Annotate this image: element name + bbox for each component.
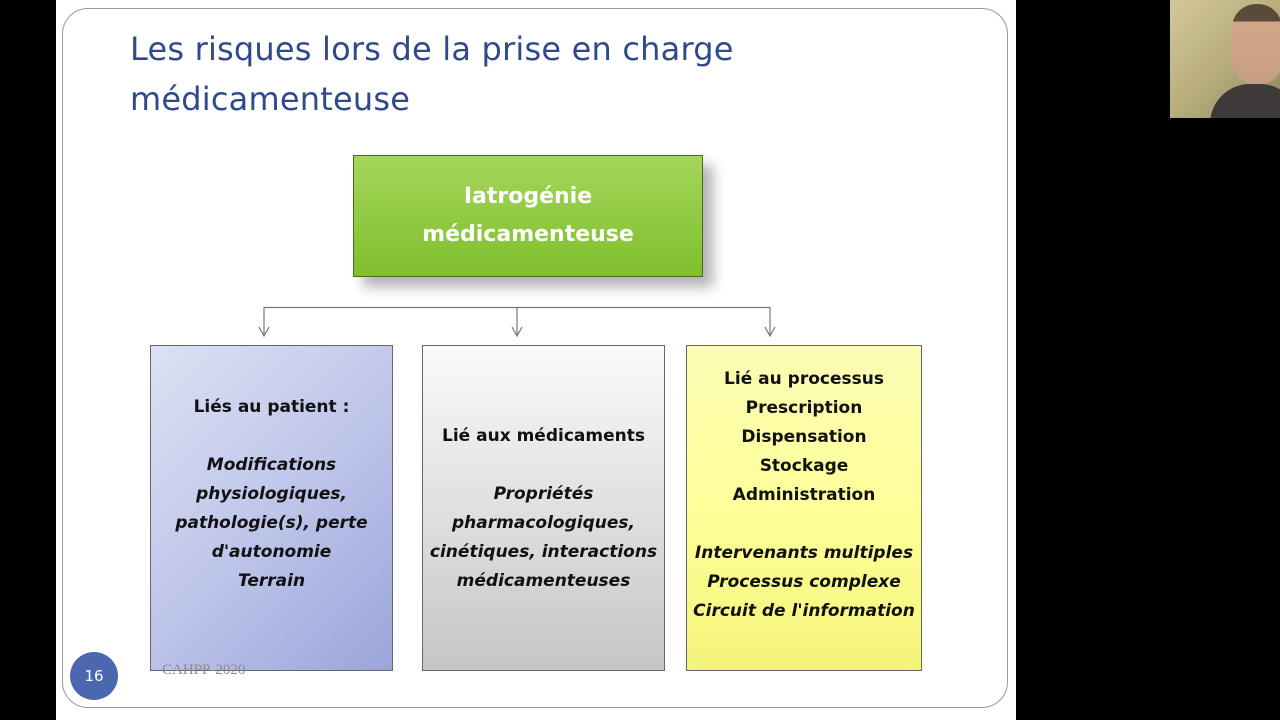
- presentation-slide: Les risques lors de la prise en charge m…: [56, 0, 1016, 720]
- meds-box-detail: médicamenteuses: [456, 571, 631, 591]
- iatrogenie-box: Iatrogénie médicamenteuse: [353, 155, 703, 277]
- slide-title-line-1: Les risques lors de la prise en charge: [130, 30, 734, 68]
- meds-box-heading: Lié aux médicaments: [442, 426, 645, 446]
- process-box-heading: Lié au processus: [724, 369, 884, 389]
- webcam-person-shoulders: [1210, 84, 1280, 118]
- patient-box-detail: pathologie(s), perte: [175, 513, 368, 533]
- connector-arrows: [258, 306, 776, 338]
- iatrogenie-box-line-2: médicamenteuse: [422, 222, 634, 247]
- process-box-detail: Processus complexe: [707, 572, 901, 592]
- arrowhead-middle-icon: [511, 326, 523, 338]
- process-box-step: Prescription: [745, 398, 863, 418]
- patient-box-detail: Terrain: [237, 571, 306, 591]
- iatrogenie-box-line-1: Iatrogénie: [463, 184, 593, 209]
- process-box-detail: Circuit de l'information: [693, 601, 915, 621]
- patient-box-detail: d'autonomie: [211, 542, 332, 562]
- slide-number: 16: [84, 667, 104, 685]
- webcam-video-thumbnail: [1170, 0, 1280, 118]
- process-risk-box: Lié au processus Prescription Dispensati…: [686, 345, 922, 671]
- webcam-person-head: [1232, 4, 1280, 84]
- slide-number-badge: 16: [70, 652, 118, 700]
- slide-title-line-2: médicamenteuse: [130, 80, 411, 118]
- medication-risk-box: Lié aux médicaments Propriétés pharmacol…: [422, 345, 665, 671]
- meds-box-detail: Propriétés: [493, 484, 594, 504]
- process-box-step: Dispensation: [741, 427, 867, 447]
- patient-risk-box: Liés au patient : Modifications physiolo…: [150, 345, 393, 671]
- slide-frame: [62, 8, 1008, 708]
- patient-box-detail: Modifications: [206, 455, 337, 475]
- process-box-step: Stockage: [759, 456, 849, 476]
- process-box-detail: Intervenants multiples: [694, 543, 914, 563]
- arrowhead-left-icon: [258, 326, 270, 338]
- patient-box-detail: physiologiques,: [196, 484, 347, 504]
- patient-box-heading: Liés au patient :: [193, 397, 350, 417]
- meds-box-detail: cinétiques, interactions: [429, 542, 658, 562]
- slide-footer: CAHPP-2020: [162, 662, 246, 678]
- meds-box-detail: pharmacologiques,: [452, 513, 635, 533]
- slide-title: Les risques lors de la prise en charge m…: [130, 24, 830, 124]
- arrowhead-right-icon: [764, 326, 776, 338]
- process-box-step: Administration: [732, 485, 876, 505]
